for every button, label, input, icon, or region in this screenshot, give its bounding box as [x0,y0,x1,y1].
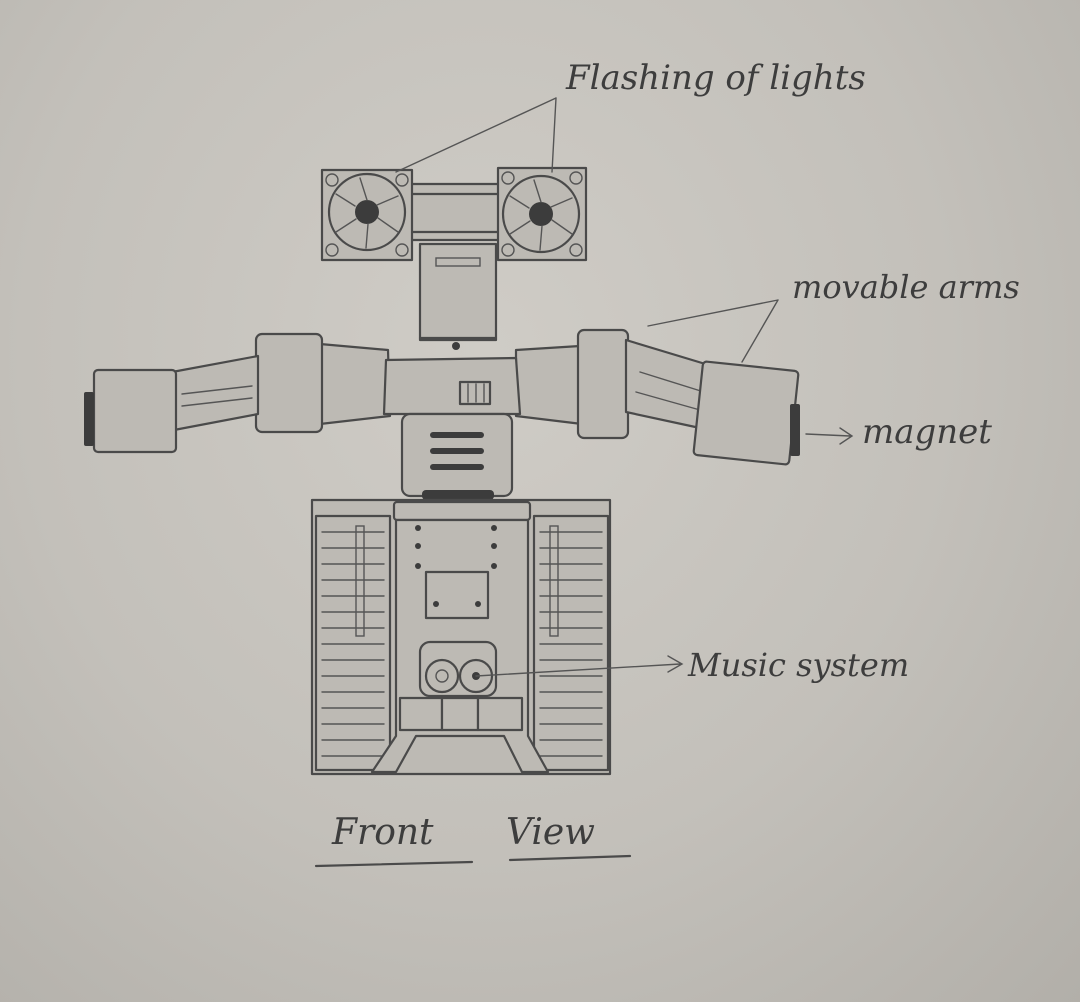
neck [420,244,496,350]
label-flashing-lights: Flashing of lights [566,58,866,98]
lights-callout-line [396,98,556,172]
right-arm [516,330,800,465]
label-magnet: magnet [862,412,992,452]
label-music-system: Music system [688,646,909,684]
caption-word-view: View [506,812,595,853]
right-light-icon [498,168,586,260]
left-light-icon [322,170,412,260]
magnet-callout-arrow [806,428,852,444]
speaker-icon [420,642,496,696]
label-movable-arms: movable arms [792,268,1020,306]
caption-word-front: Front [332,812,434,853]
caption-front-view: Front View [318,812,638,872]
torso [384,358,520,500]
left-arm [84,334,390,452]
base [312,500,610,774]
